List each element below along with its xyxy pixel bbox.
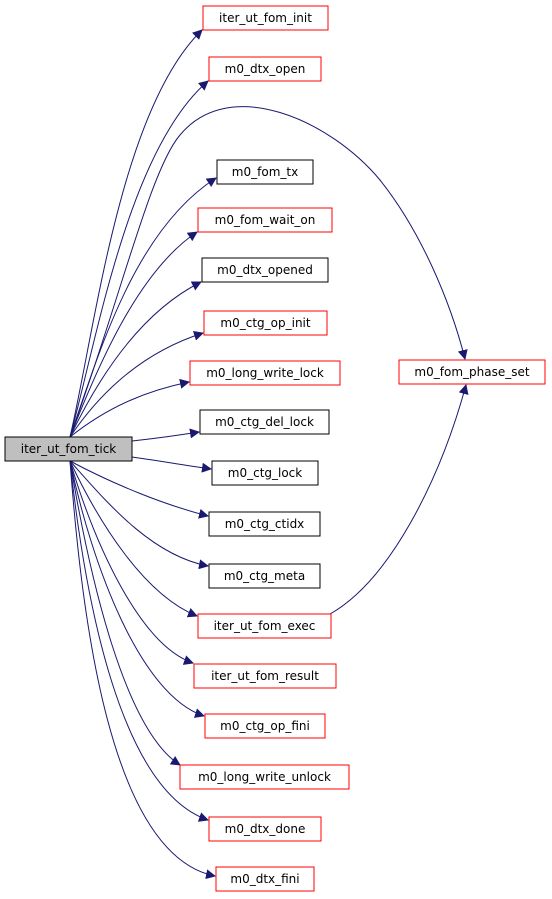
node-label: m0_ctg_ctidx (225, 517, 305, 531)
node-label: m0_fom_tx (232, 165, 298, 179)
node-label: m0_ctg_op_fini (220, 719, 310, 733)
node-label: iter_ut_fom_tick (21, 442, 117, 456)
edge-to-m0-ctg-del-lock (131, 428, 200, 442)
edge-to-m0-long-write-unlock (69, 460, 181, 766)
node-label: m0_ctg_op_init (220, 316, 310, 330)
node-m0-ctg-ctidx[interactable]: m0_ctg_ctidx (208, 511, 321, 537)
node-m0-ctg-del-lock[interactable]: m0_ctg_del_lock (199, 409, 330, 435)
node-m0-fom-wait-on[interactable]: m0_fom_wait_on (197, 207, 333, 233)
node-label: m0_long_write_unlock (198, 770, 331, 784)
edge-to-m0-ctg-meta (69, 460, 209, 570)
node-label: iter_ut_fom_result (211, 669, 319, 683)
node-m0-dtx-done[interactable]: m0_dtx_done (208, 816, 322, 842)
node-m0-fom-phase-set[interactable]: m0_fom_phase_set (398, 359, 546, 385)
edge-to-m0-dtx-open (69, 80, 209, 438)
node-label: iter_ut_fom_exec (214, 619, 316, 633)
edge-tick-to-phase-set (69, 106, 468, 438)
node-m0-long-write-lock[interactable]: m0_long_write_lock (189, 360, 341, 386)
node-label: m0_dtx_fini (230, 872, 299, 886)
edge-to-m0-ctg-lock (131, 456, 212, 473)
node-m0-ctg-op-fini[interactable]: m0_ctg_op_fini (204, 713, 326, 739)
node-iter-ut-fom-exec[interactable]: iter_ut_fom_exec (197, 613, 332, 639)
call-nodes: iter_ut_fom_tick iter_ut_fom_init m0_dtx… (4, 5, 546, 892)
node-m0-ctg-meta[interactable]: m0_ctg_meta (208, 563, 321, 589)
edge-to-iter-ut-fom-init (69, 29, 203, 438)
node-label: m0_dtx_open (225, 62, 306, 76)
edge-to-m0-ctg-op-init (69, 330, 204, 438)
edge-to-m0-fom-wait-on (69, 231, 198, 438)
node-m0-dtx-fini[interactable]: m0_dtx_fini (215, 866, 315, 892)
edge-to-m0-dtx-done (69, 460, 209, 822)
node-m0-fom-tx[interactable]: m0_fom_tx (216, 159, 314, 185)
node-iter-ut-fom-result[interactable]: iter_ut_fom_result (193, 663, 337, 689)
edge-to-m0-ctg-op-fini (69, 460, 205, 718)
node-label: m0_ctg_lock (228, 466, 303, 480)
edge-to-m0-dtx-fini (69, 460, 216, 880)
node-label: m0_ctg_meta (224, 569, 305, 583)
node-label: m0_dtx_done (225, 822, 306, 836)
edge-to-m0-ctg-ctidx (69, 460, 209, 519)
edge-to-m0-long-write-lock (69, 378, 190, 438)
node-m0-long-write-unlock[interactable]: m0_long_write_unlock (179, 764, 350, 790)
node-m0-ctg-lock[interactable]: m0_ctg_lock (211, 460, 319, 486)
node-label: m0_dtx_opened (217, 263, 313, 277)
node-m0-dtx-opened[interactable]: m0_dtx_opened (201, 257, 329, 283)
node-label: m0_long_write_lock (206, 366, 324, 380)
node-m0-ctg-op-init[interactable]: m0_ctg_op_init (203, 310, 328, 336)
edge-exec-to-phase-set (329, 384, 469, 615)
edge-to-iter-ut-fom-exec (69, 460, 198, 618)
edge-to-m0-dtx-opened (69, 281, 202, 438)
node-iter-ut-fom-init[interactable]: iter_ut_fom_init (202, 5, 329, 31)
node-label: iter_ut_fom_init (219, 11, 312, 25)
node-label: m0_fom_phase_set (414, 365, 529, 379)
node-m0-dtx-open[interactable]: m0_dtx_open (208, 56, 322, 82)
node-iter-ut-fom-tick[interactable]: iter_ut_fom_tick (4, 436, 133, 462)
call-edges (69, 29, 469, 880)
edge-to-iter-ut-fom-result (69, 460, 194, 665)
node-label: m0_ctg_del_lock (215, 415, 314, 429)
node-label: m0_fom_wait_on (215, 213, 316, 227)
